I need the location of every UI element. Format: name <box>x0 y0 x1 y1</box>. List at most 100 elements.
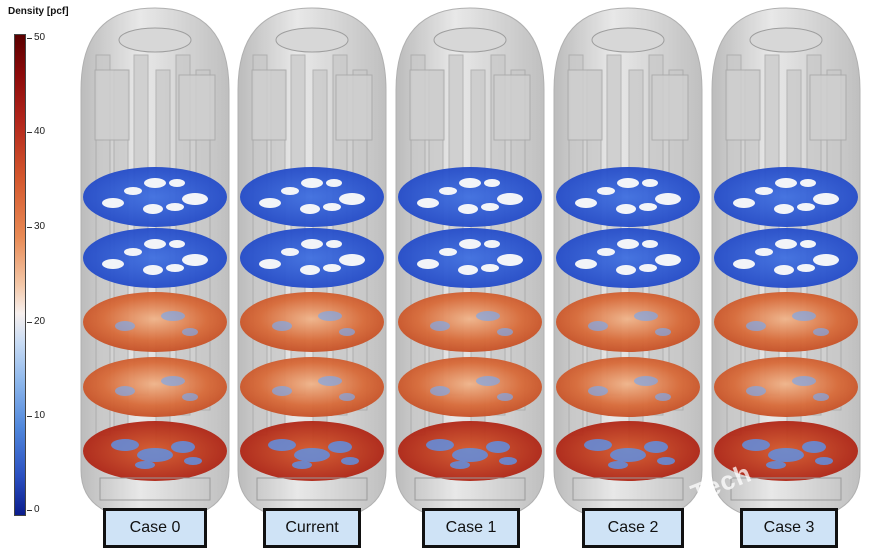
slice-hole <box>497 254 523 266</box>
density-slice <box>398 228 542 288</box>
slice-hole <box>617 239 639 249</box>
density-slice <box>556 292 700 352</box>
low-density-region <box>497 328 513 336</box>
low-density-region <box>584 439 612 451</box>
cyclone-body <box>335 74 373 141</box>
slice-hole <box>143 265 163 275</box>
slice-hole <box>166 264 184 272</box>
slice-hole <box>323 264 341 272</box>
dome-bowl <box>749 27 823 53</box>
colorbar-tick <box>27 132 32 133</box>
slice-hole <box>300 265 320 275</box>
low-density-region <box>486 441 510 453</box>
low-density-region <box>171 441 195 453</box>
dome-bowl <box>591 27 665 53</box>
colorbar-tick-label: 50 <box>34 32 46 43</box>
low-density-region <box>746 321 766 331</box>
slice-hole <box>417 198 439 208</box>
bottom-grid <box>99 477 211 501</box>
slice-hole <box>301 239 323 249</box>
cyclone-body <box>651 74 689 141</box>
slice-hole <box>459 178 481 188</box>
density-slice <box>83 167 227 227</box>
low-density-region <box>430 321 450 331</box>
slice-hole <box>259 259 281 269</box>
slice-hole <box>182 193 208 205</box>
case-label-case-0: Case 0 <box>103 508 207 548</box>
density-slice <box>714 228 858 288</box>
density-slice <box>83 228 227 288</box>
slice-hole <box>639 203 657 211</box>
low-density-region <box>430 386 450 396</box>
density-slice <box>398 292 542 352</box>
slice-hole <box>169 240 185 248</box>
density-slice <box>398 167 542 227</box>
colorbar-tick <box>27 227 32 228</box>
slice-hole <box>642 240 658 248</box>
low-density-region <box>328 441 352 453</box>
case-label-case-2: Case 2 <box>582 508 684 548</box>
slice-hole <box>639 264 657 272</box>
density-slice <box>240 357 384 417</box>
slice-hole <box>755 187 773 195</box>
cyclone-body <box>251 69 287 141</box>
colorbar-tick <box>27 510 32 511</box>
slice-hole <box>616 265 636 275</box>
low-density-region <box>272 321 292 331</box>
low-density-region <box>272 386 292 396</box>
slice-hole <box>417 259 439 269</box>
slice-hole <box>797 264 815 272</box>
slice-hole <box>655 193 681 205</box>
colorbar-gradient <box>14 34 26 516</box>
slice-hole <box>575 259 597 269</box>
slice-hole <box>597 187 615 195</box>
dome-bowl <box>118 27 192 53</box>
slice-hole <box>800 179 816 187</box>
cyclone-body <box>409 69 445 141</box>
low-density-region <box>792 376 816 386</box>
low-density-region <box>292 461 312 469</box>
bottom-grid <box>730 477 842 501</box>
low-density-region <box>655 328 671 336</box>
cyclone-body <box>178 74 216 141</box>
cyclone-body <box>809 74 847 141</box>
low-density-region <box>610 448 646 462</box>
slice-hole <box>775 239 797 249</box>
density-slice <box>714 167 858 227</box>
cyclone-body <box>567 69 603 141</box>
case-label-case-1: Case 1 <box>422 508 520 548</box>
slice-hole <box>144 178 166 188</box>
slice-hole <box>102 198 124 208</box>
slice-hole <box>182 254 208 266</box>
colorbar-tick-label: 40 <box>34 126 46 137</box>
low-density-region <box>815 457 833 465</box>
low-density-region <box>742 439 770 451</box>
low-density-region <box>768 448 804 462</box>
vessel-0 <box>80 7 230 546</box>
low-density-region <box>655 393 671 401</box>
slice-hole <box>774 204 794 214</box>
slice-hole <box>484 179 500 187</box>
slice-hole <box>339 254 365 266</box>
density-slice <box>398 357 542 417</box>
slice-hole <box>458 265 478 275</box>
density-slice <box>556 167 700 227</box>
slice-hole <box>169 179 185 187</box>
slice-hole <box>102 259 124 269</box>
low-density-region <box>634 311 658 321</box>
slice-hole <box>642 179 658 187</box>
density-slice <box>714 292 858 352</box>
low-density-region <box>111 439 139 451</box>
bottom-grid <box>572 477 684 501</box>
low-density-region <box>476 311 500 321</box>
slice-hole <box>326 240 342 248</box>
vessel-3 <box>553 7 703 546</box>
low-density-region <box>268 439 296 451</box>
low-density-region <box>450 461 470 469</box>
low-density-region <box>608 461 628 469</box>
slice-hole <box>281 248 299 256</box>
slice-hole <box>301 178 323 188</box>
case-label-current: Current <box>263 508 361 548</box>
low-density-region <box>135 461 155 469</box>
slice-hole <box>459 239 481 249</box>
